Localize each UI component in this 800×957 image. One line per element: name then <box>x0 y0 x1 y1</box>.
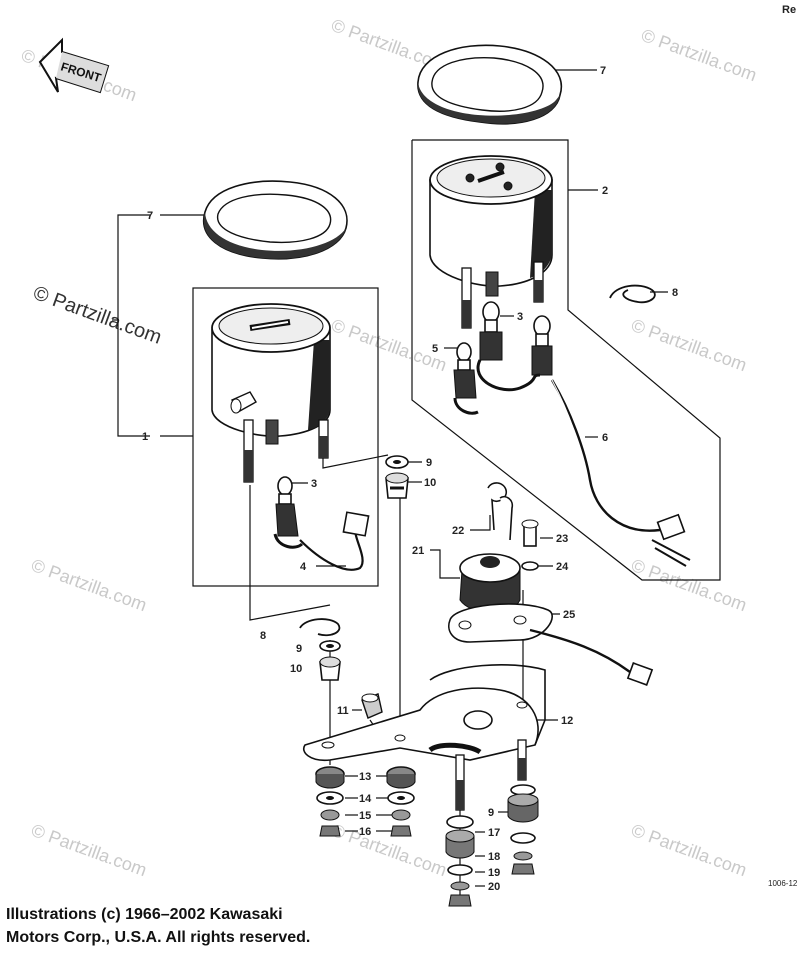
fastener-stack-left <box>315 766 345 837</box>
callout-8-left: 8 <box>260 630 266 642</box>
meter-right <box>429 155 553 329</box>
callout-24: 24 <box>556 561 569 573</box>
fastener-stack-lower-left <box>445 815 475 907</box>
copyright-notice: Illustrations (c) 1966–2002 Kawasaki Mot… <box>6 903 310 949</box>
callout-10-left: 10 <box>290 663 302 675</box>
grommet-upper <box>385 455 409 499</box>
bulb-socket-left <box>273 476 370 571</box>
copyright-line-1: Illustrations (c) 1966–2002 Kawasaki <box>6 906 283 923</box>
callout-3-left: 3 <box>311 478 317 490</box>
watermark: © Partzilla.com <box>629 820 750 880</box>
clip-right <box>609 284 656 304</box>
callout-22: 22 <box>452 525 464 537</box>
watermark-strong: © Partzilla.com <box>30 282 164 349</box>
callout-17: 17 <box>488 827 500 839</box>
watermark: © Partzilla.com <box>629 555 750 615</box>
callout-7-left: 7 <box>147 210 153 222</box>
bulb-sockets-right <box>453 301 691 567</box>
callouts: 7 7 2 8 1 3 5 3 6 9 10 4 22 23 21 24 25 … <box>142 65 678 893</box>
meter-left <box>211 303 331 483</box>
callout-10-upper: 10 <box>424 477 436 489</box>
callout-13: 13 <box>359 771 371 783</box>
fastener-stack-center <box>386 766 416 837</box>
callout-6: 6 <box>602 432 608 444</box>
fastener-stack-lower-right <box>507 784 539 875</box>
callout-9-left: 9 <box>296 643 302 655</box>
bezel-ring-lower <box>202 180 348 260</box>
callout-21: 21 <box>412 545 424 557</box>
watermark: © Partzilla.com <box>629 315 750 375</box>
callout-2: 2 <box>602 185 608 197</box>
watermark: © Partzilla.com <box>29 820 150 880</box>
callout-19: 19 <box>488 867 500 879</box>
callout-11: 11 <box>337 705 349 717</box>
watermark: © Partzilla.com <box>639 25 760 85</box>
watermark: © Partzilla.com <box>329 820 450 880</box>
ignition-switch <box>448 482 654 686</box>
bracket-lines <box>112 69 721 900</box>
figure-code: 1006-12 <box>768 879 798 888</box>
callout-8-right: 8 <box>672 287 678 299</box>
callout-16: 16 <box>359 826 371 838</box>
callout-1: 1 <box>142 431 148 443</box>
bolt-11 <box>361 693 383 719</box>
copyright-line-2: Motors Corp., U.S.A. All rights reserved… <box>6 929 311 946</box>
callout-23: 23 <box>556 533 568 545</box>
callout-5: 5 <box>432 343 438 355</box>
bezel-ring-upper <box>417 44 563 125</box>
bracket-plate <box>303 664 546 811</box>
front-arrow: FRONT <box>38 37 110 94</box>
callout-25: 25 <box>563 609 575 621</box>
clip-grommet-left <box>299 618 341 681</box>
callout-14: 14 <box>359 793 372 805</box>
callout-3-right: 3 <box>517 311 523 323</box>
callout-20: 20 <box>488 881 500 893</box>
callout-12: 12 <box>561 715 573 727</box>
callout-9-upper: 9 <box>426 457 432 469</box>
callout-18: 18 <box>488 851 500 863</box>
callout-9-lower: 9 <box>488 807 494 819</box>
watermark: © Partzilla.com <box>29 555 150 615</box>
corner-label: Re <box>782 4 797 16</box>
callout-7-upper: 7 <box>600 65 606 77</box>
callout-4: 4 <box>300 561 307 573</box>
callout-15: 15 <box>359 810 371 822</box>
